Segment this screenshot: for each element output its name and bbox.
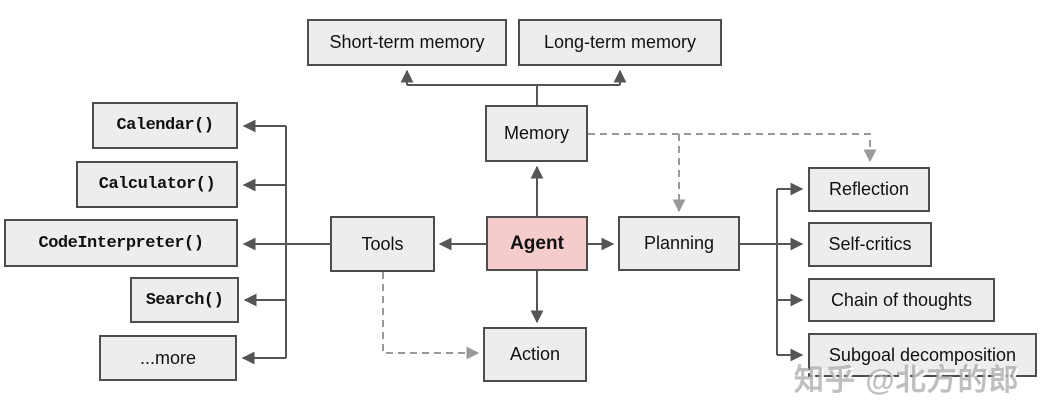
connector-tools-action-dashed [382, 272, 480, 360]
node-chain-of-thoughts: Chain of thoughts [808, 278, 995, 322]
node-tool-search: Search() [130, 277, 239, 323]
node-planning: Planning [618, 216, 740, 271]
zhihu-watermark: 知乎 @北方的郎 [794, 364, 1020, 397]
node-memory: Memory [485, 105, 588, 162]
connector-memory-reflection-dashed [588, 133, 877, 163]
node-agent: Agent [486, 216, 588, 271]
node-tool-more: ...more [99, 335, 237, 381]
node-action: Action [483, 327, 587, 382]
node-long-term-memory: Long-term memory [518, 19, 722, 66]
node-subgoal-decomposition: Subgoal decomposition [808, 333, 1037, 377]
dashed-connectors [382, 133, 877, 360]
node-short-term-memory: Short-term memory [307, 19, 507, 66]
solid-connectors [241, 69, 804, 365]
node-self-critics: Self-critics [808, 222, 932, 267]
node-tools: Tools [330, 216, 435, 272]
node-tool-calendar: Calendar() [92, 102, 238, 149]
node-tool-calculator: Calculator() [76, 161, 238, 208]
node-tool-codeinterpreter: CodeInterpreter() [4, 219, 238, 267]
node-reflection: Reflection [808, 167, 930, 212]
